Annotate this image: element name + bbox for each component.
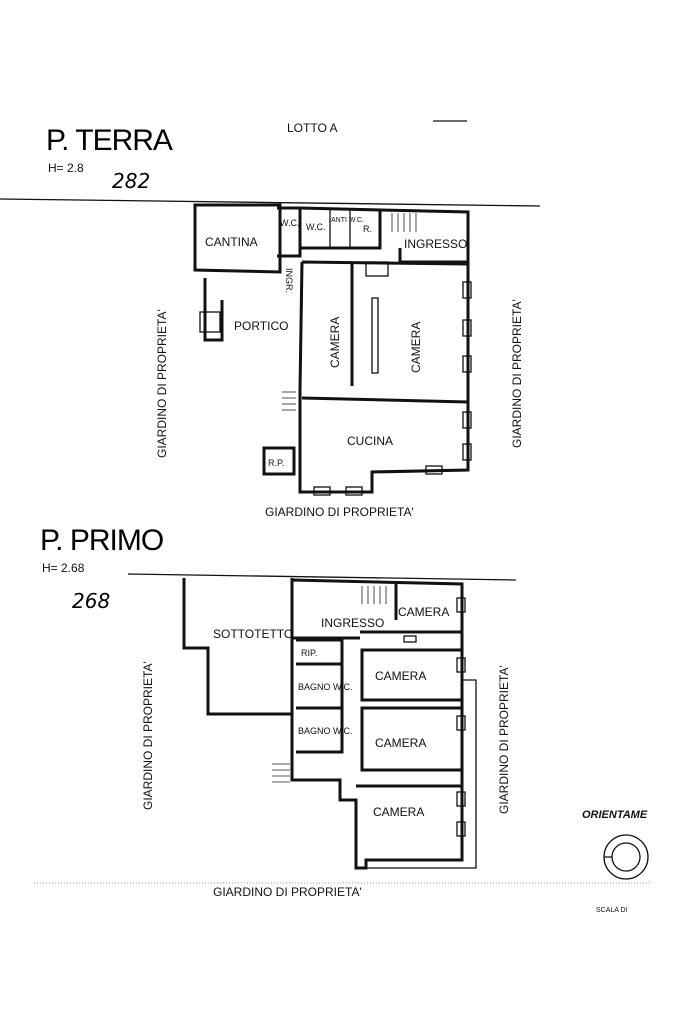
room-bagno-1: BAGNO W.C. (298, 682, 353, 692)
ground-floor-height: H= 2.8 (48, 161, 84, 175)
first-floor-title: P. PRIMO (40, 524, 163, 557)
scale-label: SCALA DI (596, 907, 628, 914)
first-floor-walls (182, 578, 477, 870)
room-rp: R.P. (268, 458, 284, 468)
first-garden-left: GIARDINO DI PROPRIETA' (141, 661, 155, 810)
orientation-label: ORIENTAME (582, 809, 648, 821)
ground-floor-height-handwritten: 282 (112, 169, 150, 193)
ground-floor-title: P. TERRA (46, 124, 173, 157)
room-camera-right: CAMERA (409, 322, 423, 373)
room-bagno-2: BAGNO W.C. (298, 726, 353, 736)
compass-icon (603, 834, 649, 880)
room-camera-3: CAMERA (375, 736, 426, 750)
room-wc-2: W.C. (306, 222, 326, 232)
first-floor-height: H= 2.68 (42, 561, 85, 575)
ground-garden-right: GIARDINO DI PROPRIETA' (510, 299, 524, 448)
room-ingresso-first: INGRESSO (321, 616, 384, 630)
room-anti-wc: ANTI W.C. (331, 217, 364, 224)
room-sottotetto: SOTTOTETTO (213, 627, 293, 641)
first-garden-bottom: GIARDINO DI PROPRIETA' (213, 885, 362, 899)
room-camera-2: CAMERA (375, 669, 426, 683)
first-garden-right: GIARDINO DI PROPRIETA' (497, 665, 511, 814)
ground-property-line (0, 198, 541, 207)
lot-label: LOTTO A (287, 121, 337, 135)
room-rip: RIP. (301, 648, 317, 658)
first-property-line (127, 573, 517, 581)
first-floor-height-handwritten: 268 (72, 589, 110, 613)
room-cantina: CANTINA (205, 235, 258, 249)
room-cucina: CUCINA (347, 434, 393, 448)
room-r: R. (363, 224, 372, 234)
room-ingr: INGR. (284, 268, 294, 293)
room-camera-left: CAMERA (328, 317, 342, 368)
room-portico: PORTICO (234, 319, 288, 333)
room-camera-4: CAMERA (373, 805, 424, 819)
ground-floor-walls (193, 203, 472, 496)
ground-garden-bottom: GIARDINO DI PROPRIETA' (265, 505, 414, 519)
room-camera-top: CAMERA (398, 605, 449, 619)
room-wc-1: W.C. (280, 218, 300, 228)
ground-garden-left: GIARDINO DI PROPRIETA' (155, 309, 169, 458)
room-ingresso: INGRESSO (404, 237, 467, 251)
